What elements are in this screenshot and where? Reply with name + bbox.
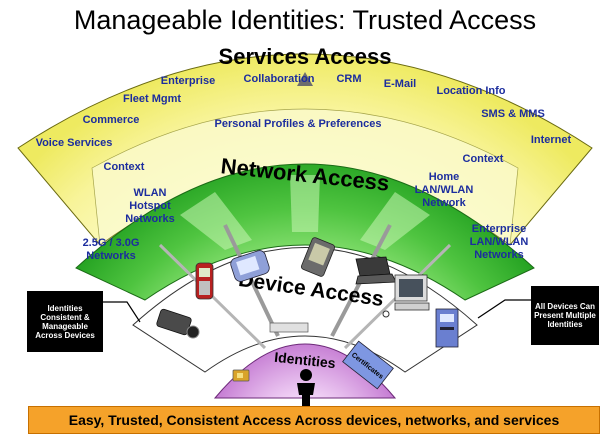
- service-collaboration: Collaboration: [244, 73, 315, 85]
- service-email: E-Mail: [384, 78, 416, 90]
- page-title: Manageable Identities: Trusted Access: [74, 5, 536, 35]
- service-crm: CRM: [336, 73, 361, 85]
- network-ray: [180, 192, 252, 250]
- wlan-line-2: Hotspot: [129, 200, 171, 212]
- services-access-heading: Services Access: [219, 44, 392, 69]
- service-commerce: Commerce: [83, 114, 140, 126]
- left-callout-box: Identities Consistent & Manageable Acros…: [27, 291, 103, 352]
- bottom-banner: Easy, Trusted, Consistent Access Across …: [28, 406, 600, 434]
- enterprise-net-line-2: LAN/WLAN: [470, 236, 529, 248]
- service-voice: Voice Services: [36, 137, 113, 149]
- cellular-line-2: Networks: [86, 250, 136, 262]
- cellular-line-1: 2.5G / 3.0G: [83, 237, 140, 249]
- context-left-label: Context: [104, 161, 145, 173]
- person-silhouette-icon: [297, 369, 315, 406]
- left-callout-connector: [103, 301, 141, 323]
- server-tower-icon: [435, 308, 459, 348]
- mobile-phone-icon: [195, 262, 214, 300]
- network-hub-icon: [269, 322, 309, 333]
- network-ray: [360, 192, 430, 250]
- desktop-computer-icon: [382, 274, 430, 318]
- home-line-2: LAN/WLAN: [415, 184, 474, 196]
- home-line-3: Network: [422, 197, 466, 209]
- service-location-info: Location Info: [436, 85, 505, 97]
- context-right-label: Context: [463, 153, 504, 165]
- home-line-1: Home: [429, 171, 460, 183]
- service-fleet-mgmt: Fleet Mgmt: [123, 93, 181, 105]
- personal-profiles-label: Personal Profiles & Preferences: [215, 118, 382, 130]
- smart-card-icon: [232, 369, 250, 382]
- service-enterprise: Enterprise: [161, 75, 215, 87]
- right-callout-connector: [477, 299, 531, 319]
- service-sms-mms: SMS & MMS: [481, 108, 545, 120]
- enterprise-net-line-3: Networks: [474, 249, 524, 261]
- enterprise-net-line-1: Enterprise: [472, 223, 526, 235]
- pda-icon: [230, 250, 270, 282]
- wlan-line-1: WLAN: [134, 187, 167, 199]
- camcorder-icon: [156, 308, 200, 339]
- certificate-icon: Certificates: [342, 340, 394, 390]
- wlan-line-3: Networks: [125, 213, 175, 225]
- service-internet: Internet: [531, 134, 572, 146]
- palm-device-icon: [301, 237, 335, 277]
- right-callout-box: All Devices Can Present Multiple Identit…: [531, 286, 599, 345]
- laptop-icon: [355, 256, 397, 285]
- identities-heading: Identities: [274, 349, 337, 371]
